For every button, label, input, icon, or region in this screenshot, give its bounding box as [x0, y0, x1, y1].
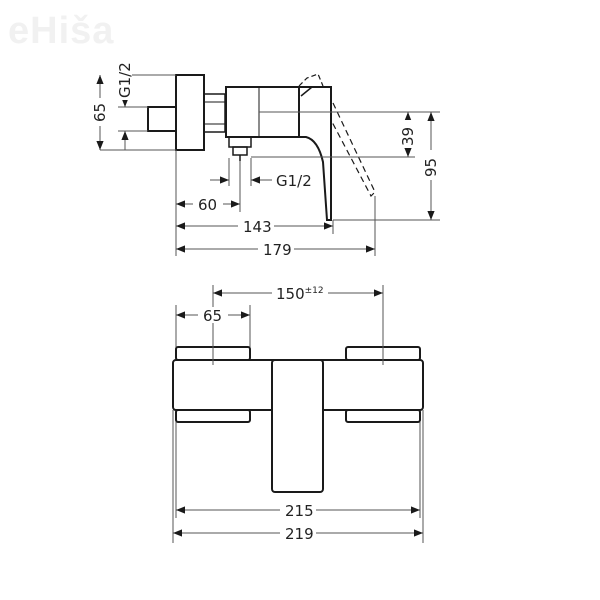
dim-width-219: 219 — [285, 525, 314, 543]
dim-thread-top: G1/2 — [116, 62, 134, 98]
dim-thread-bottom: G1/2 — [276, 172, 312, 190]
right-bottom-cap — [345, 409, 421, 423]
wall-plate — [175, 74, 205, 151]
left-bottom-cap — [175, 409, 251, 423]
side-view-labels: 65 G1/2 39 95 G1/2 60 143 179 — [91, 60, 440, 259]
dim-depth-179: 179 — [263, 241, 292, 259]
dim-height-65: 65 — [91, 103, 109, 122]
dim-height-39: 39 — [399, 127, 417, 146]
dim-width-215: 215 — [285, 502, 314, 520]
lever-alt-position — [330, 102, 376, 198]
dim-depth-60: 60 — [198, 196, 217, 214]
dim-depth-143: 143 — [243, 218, 272, 236]
side-view — [96, 73, 440, 256]
dim-height-95: 95 — [422, 158, 440, 177]
lever-handle — [298, 86, 332, 221]
front-view-labels: 150±12 65 215 219 — [198, 285, 328, 543]
watermark-logo: eHiša — [8, 10, 115, 52]
dim-width-65: 65 — [203, 307, 222, 325]
lever-front — [271, 359, 324, 493]
outlet-connector — [228, 136, 252, 148]
nut — [203, 93, 226, 133]
dim-centers-150: 150±12 — [276, 285, 324, 303]
inlet-stub — [147, 106, 177, 132]
